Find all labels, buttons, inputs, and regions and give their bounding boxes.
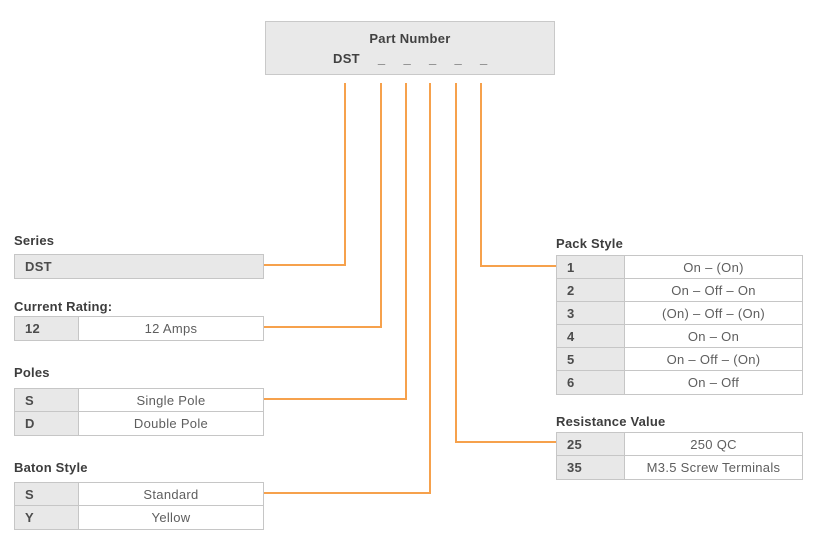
table-row: 2 On – Off – On xyxy=(557,279,802,302)
table-row: 1 On – (On) xyxy=(557,256,802,279)
code-cell: 1 xyxy=(557,256,625,278)
pack-style-table: 1 On – (On) 2 On – Off – On 3 (On) – Off… xyxy=(556,255,803,395)
part-number-blank-5: _ xyxy=(480,51,488,66)
value-cell: M3.5 Screw Terminals xyxy=(646,460,781,475)
part-number-blank-3: _ xyxy=(428,51,437,66)
current-rating-label: Current Rating: xyxy=(14,299,113,314)
part-number-prefix: DST xyxy=(333,51,360,66)
value-cell: (On) – Off – (On) xyxy=(661,305,766,321)
value-cell: On – Off – On xyxy=(671,282,756,298)
connector-line-resistance-value-horizontal xyxy=(455,441,556,443)
pack-style-label: Pack Style xyxy=(556,236,624,251)
connector-line-resistance-value-vertical xyxy=(455,83,457,443)
code-cell: 2 xyxy=(557,279,625,301)
code-cell: S xyxy=(15,483,79,505)
table-row: 35 M3.5 Screw Terminals xyxy=(557,456,802,479)
code-cell: 6 xyxy=(557,371,625,394)
connector-line-series-vertical xyxy=(344,83,346,266)
connector-line-series-horizontal xyxy=(264,264,346,266)
table-row: 6 On – Off xyxy=(557,371,802,394)
value-cell: On – Off xyxy=(687,375,740,390)
table-row: S Single Pole xyxy=(15,389,263,412)
code-cell: 3 xyxy=(557,302,625,324)
baton-style-label: Baton Style xyxy=(14,460,88,475)
connector-line-pack-style-vertical xyxy=(480,83,482,267)
table-row: 5 On – Off – (On) xyxy=(557,348,802,371)
series-table: DST xyxy=(14,254,264,279)
table-row: 3 (On) – Off – (On) xyxy=(557,302,802,325)
table-row: D Double Pole xyxy=(15,412,263,435)
code-cell: 25 xyxy=(557,433,625,455)
connector-line-current-rating-horizontal xyxy=(264,326,382,328)
table-row: 25 250 QC xyxy=(557,433,802,456)
code-cell: DST xyxy=(15,255,263,278)
value-cell: On – Off – (On) xyxy=(666,351,761,367)
code-cell: 4 xyxy=(557,325,625,347)
resistance-value-label: Resistance Value xyxy=(556,414,666,429)
connector-line-current-rating-vertical xyxy=(380,83,382,328)
table-row: S Standard xyxy=(15,483,263,506)
code-cell: 5 xyxy=(557,348,625,370)
code-cell: 35 xyxy=(557,456,625,479)
part-number-box: Part Number DST _ _ _ _ _ xyxy=(265,21,555,75)
poles-label: Poles xyxy=(14,365,50,380)
connector-line-poles-vertical xyxy=(405,83,407,400)
value-cell: Yellow xyxy=(151,510,191,525)
table-row: Y Yellow xyxy=(15,506,263,529)
part-number-code-line: DST _ _ _ _ _ xyxy=(266,51,554,66)
value-cell: Double Pole xyxy=(133,416,209,431)
value-cell: 12 Amps xyxy=(144,321,198,336)
connector-line-pack-style-horizontal xyxy=(480,265,556,267)
connector-line-poles-horizontal xyxy=(264,398,407,400)
part-number-blank-4: _ xyxy=(454,51,463,66)
code-cell: Y xyxy=(15,506,79,529)
baton-style-table: S Standard Y Yellow xyxy=(14,482,264,530)
table-row: DST xyxy=(15,255,263,278)
value-cell: 250 QC xyxy=(690,436,737,452)
poles-table: S Single Pole D Double Pole xyxy=(14,388,264,436)
part-number-title: Part Number xyxy=(369,31,451,46)
code-cell: S xyxy=(15,389,79,411)
current-rating-table: 12 12 Amps xyxy=(14,316,264,341)
value-cell: On – On xyxy=(687,328,740,344)
code-cell: 12 xyxy=(15,317,79,340)
part-number-blank-2: _ xyxy=(403,51,411,66)
connector-line-baton-style-horizontal xyxy=(264,492,431,494)
value-cell: Single Pole xyxy=(136,392,206,408)
resistance-value-table: 25 250 QC 35 M3.5 Screw Terminals xyxy=(556,432,803,480)
table-row: 12 12 Amps xyxy=(15,317,263,340)
connector-line-baton-style-vertical xyxy=(429,83,431,494)
code-cell: D xyxy=(15,412,79,435)
part-number-blank-1: _ xyxy=(377,51,386,66)
table-row: 4 On – On xyxy=(557,325,802,348)
value-cell: Standard xyxy=(143,486,199,502)
series-label: Series xyxy=(14,233,55,248)
value-cell: On – (On) xyxy=(683,259,744,275)
